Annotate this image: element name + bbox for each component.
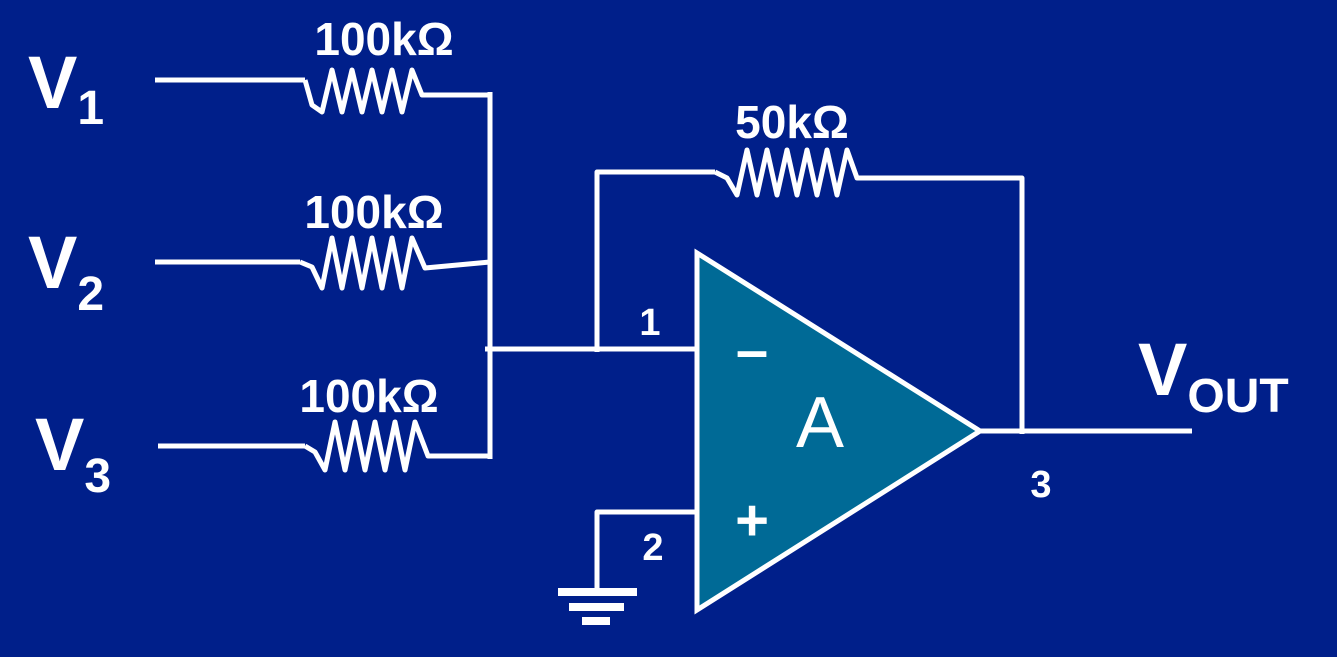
- input-label-v3: V3: [35, 403, 111, 503]
- pin-label-inverting: 1: [639, 302, 660, 344]
- resistor-label-r3: 100kΩ: [299, 370, 438, 422]
- output-label: VOUT: [1138, 328, 1289, 423]
- ground-icon: [558, 588, 637, 625]
- input-label-v1: V1: [28, 41, 104, 135]
- resistor-label-feedback: 50kΩ: [735, 96, 849, 148]
- voltage-subscript: OUT: [1187, 370, 1288, 423]
- input-label-v2: V2: [28, 221, 104, 321]
- input-branch-v2: [155, 235, 491, 291]
- feedback-wire-left: [594, 169, 715, 352]
- inverting-sign: –: [736, 318, 768, 383]
- voltage-subscript: 2: [77, 268, 104, 321]
- voltage-symbol: V: [1138, 328, 1187, 411]
- voltage-symbol: V: [35, 403, 84, 486]
- voltage-subscript: 3: [84, 450, 111, 503]
- opamp-icon: [694, 248, 985, 615]
- resistor-icon: [713, 147, 1025, 434]
- resistor-label-r2: 100kΩ: [304, 186, 443, 238]
- opamp-label: A: [796, 383, 844, 463]
- noninverting-sign: +: [735, 488, 769, 553]
- resistor-label-r1: 100kΩ: [314, 13, 453, 65]
- resistor-icon: [302, 67, 490, 115]
- pin-label-noninverting: 2: [642, 527, 663, 569]
- voltage-subscript: 1: [77, 82, 104, 135]
- resistor-icon: [303, 419, 490, 473]
- pin-label-output: 3: [1030, 464, 1051, 506]
- input-branch-v3: [158, 419, 490, 473]
- voltage-symbol: V: [28, 221, 77, 304]
- resistor-icon: [299, 235, 491, 291]
- voltage-symbol: V: [28, 41, 77, 124]
- input-branch-v1: [155, 67, 490, 115]
- noninverting-input-wire: [594, 509, 697, 591]
